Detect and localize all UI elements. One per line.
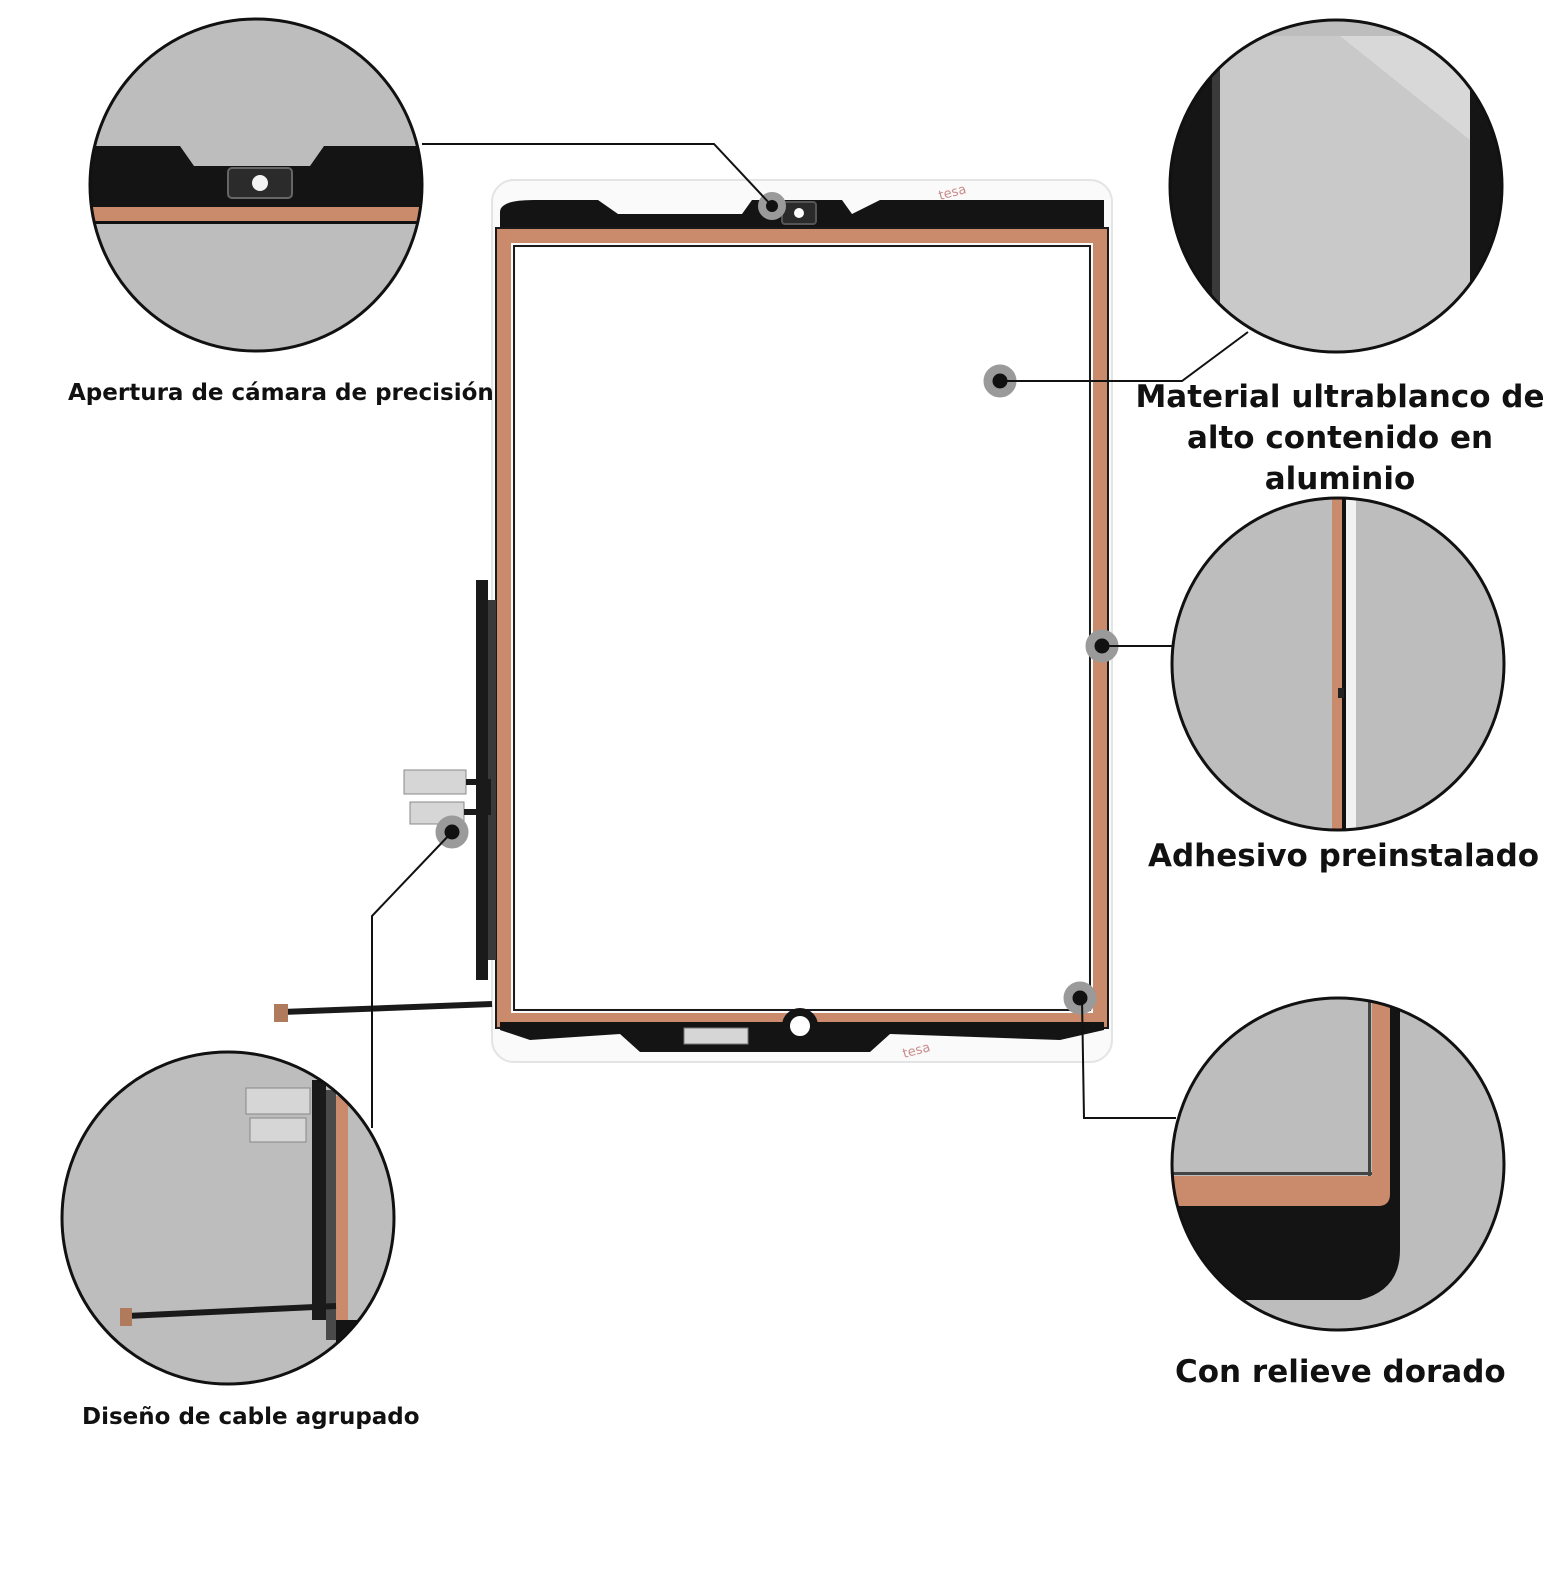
caption-adhesive: Adhesivo preinstalado: [1148, 838, 1540, 874]
leader-relief: [1081, 997, 1176, 1119]
caption-cable-design: Diseño de cable agrupado: [82, 1404, 420, 1430]
tape-label-bottom: tesa: [901, 1040, 932, 1062]
ribbon-tip: [274, 1004, 288, 1022]
leader-cable: [371, 831, 453, 1128]
caption-material: Material ultrablanco de alto contenido e…: [1124, 377, 1556, 500]
camera-hole: [794, 208, 804, 218]
glass-area: [516, 248, 1088, 1008]
long-ribbon-cable: [281, 1001, 493, 1015]
zoom-material: [1168, 18, 1504, 354]
caption-material-line1: Material ultrablanco de: [1135, 379, 1545, 415]
home-button-hole: [782, 1008, 818, 1044]
bottom-flex-connector: [683, 1027, 749, 1045]
connector-pad-1: [403, 769, 467, 795]
leader-camera: [422, 143, 773, 207]
tape-label-top: tesa: [937, 182, 968, 204]
zoom-adhesive: [1170, 496, 1506, 832]
caption-material-line2: alto contenido en aluminio: [1186, 420, 1494, 497]
marker-relief: [1063, 981, 1097, 1015]
caption-camera-opening: Apertura de cámara de precisión: [68, 380, 494, 406]
connector-strip: [464, 779, 491, 815]
digitizer-panel: tesa tesa: [274, 179, 1113, 1063]
zoom-cable: [60, 1050, 396, 1386]
leader-material: [1000, 331, 1249, 382]
zoom-camera: [88, 17, 424, 353]
caption-gold-relief: Con relieve dorado: [1175, 1354, 1506, 1390]
leader-lines: [371, 143, 1249, 1128]
side-flex-cable-2: [488, 600, 496, 960]
zoom-relief: [1170, 996, 1506, 1332]
